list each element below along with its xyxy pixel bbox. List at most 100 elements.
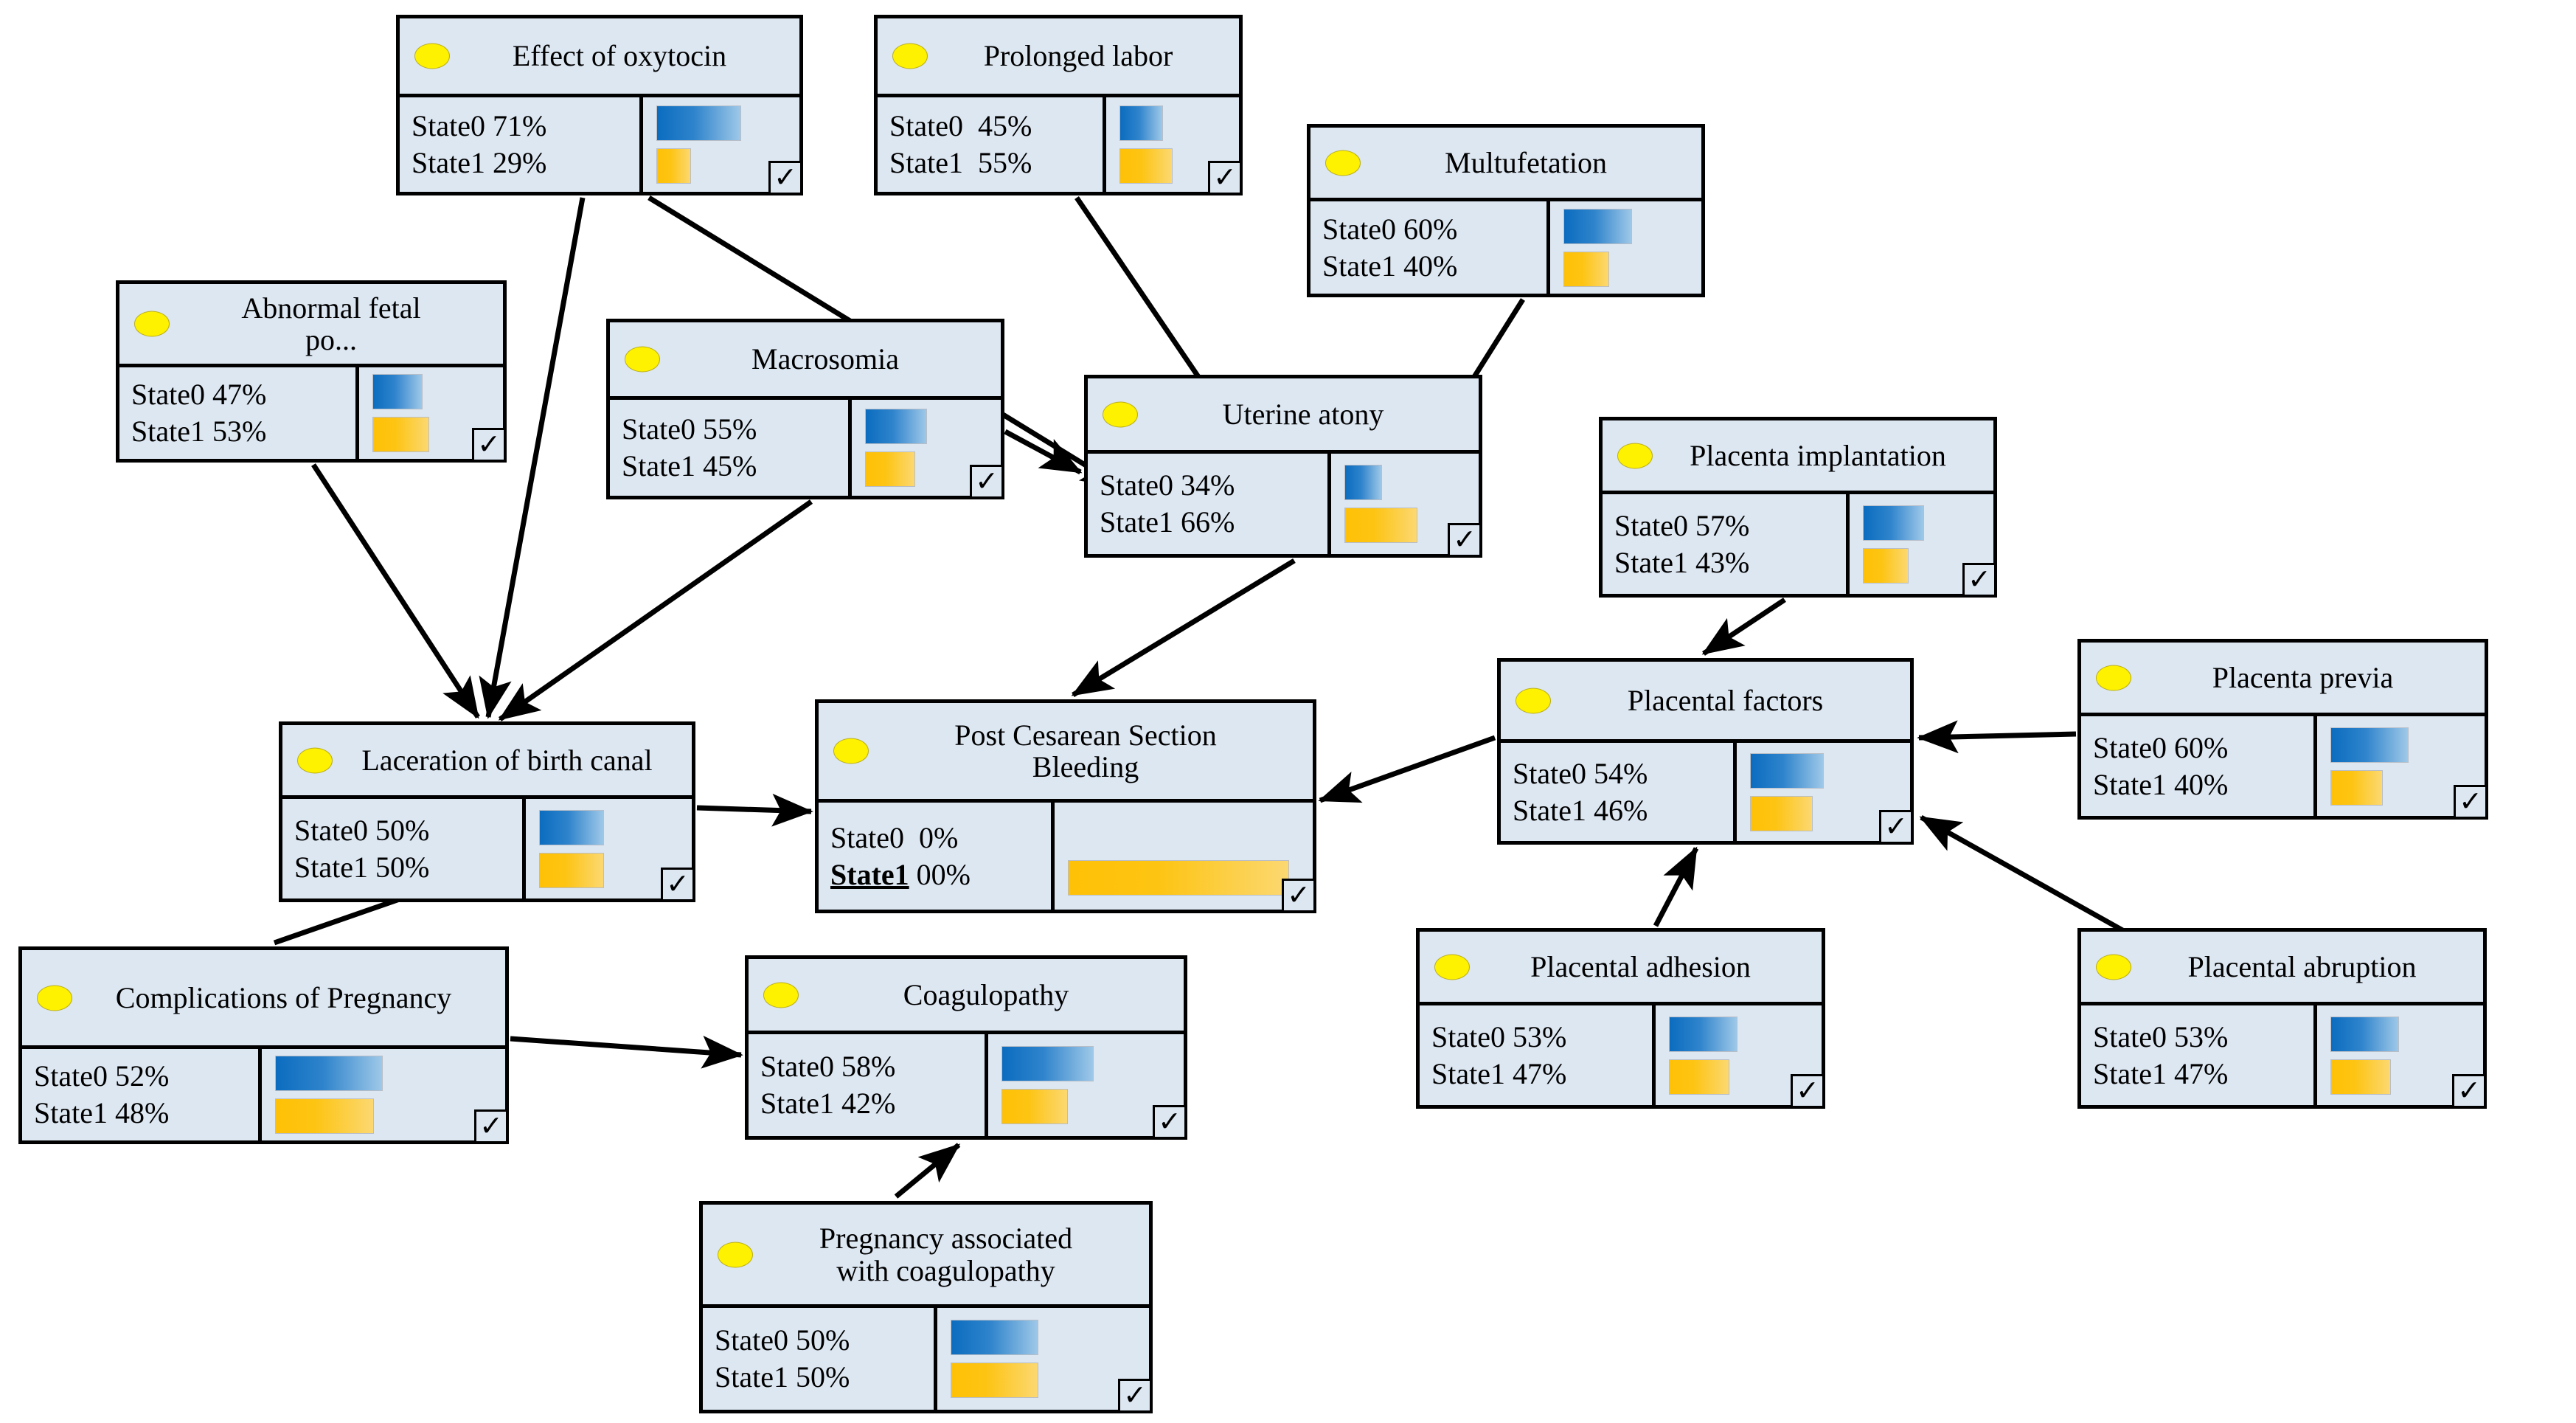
- state-row-pregnancy_associated_with_coagulopathy-1[interactable]: State1 50%: [715, 1360, 850, 1393]
- evidence-checkbox-coagulopathy[interactable]: ✓: [1153, 1105, 1187, 1139]
- node-title-macrosomia: Macrosomia: [751, 342, 899, 376]
- node-header-placental_factors: Placental factors: [1501, 662, 1910, 743]
- state-row-placenta_implantation-0[interactable]: State0 57%: [1614, 508, 1750, 542]
- node-header-placental_adhesion: Placental adhesion: [1420, 932, 1822, 1005]
- state-row-pregnancy_associated_with_coagulopathy-0[interactable]: State0 50%: [715, 1323, 850, 1357]
- evidence-checkbox-pregnancy_associated_with_coagulopathy[interactable]: ✓: [1118, 1379, 1152, 1413]
- state-label-selected: State1: [830, 857, 909, 891]
- state-row-placental_adhesion-0[interactable]: State0 53%: [1431, 1019, 1567, 1053]
- node-header-coagulopathy: Coagulopathy: [749, 959, 1184, 1034]
- state-row-placental_adhesion-1[interactable]: State1 47%: [1431, 1056, 1567, 1090]
- node-title-placental_factors: Placental factors: [1627, 683, 1824, 717]
- node-abnormal_fetal_position[interactable]: Abnormal fetal po...State0 47%State1 53%…: [116, 280, 507, 463]
- state-row-complications_of_pregnancy-0[interactable]: State0 52%: [34, 1059, 170, 1093]
- evidence-checkbox-placental_factors[interactable]: ✓: [1879, 810, 1913, 844]
- state-row-placental_abruption-1[interactable]: State1 47%: [2093, 1056, 2229, 1090]
- node-header-uterine_atony: Uterine atony: [1088, 378, 1479, 454]
- state-list-placenta_implantation: State0 57%State1 43%: [1603, 494, 1850, 594]
- bar-placental_adhesion-1: [1669, 1059, 1729, 1095]
- bar-chart-placental_factors: [1737, 743, 1910, 841]
- state-row-uterine_atony-1[interactable]: State1 66%: [1100, 505, 1235, 539]
- state-row-placental_factors-0[interactable]: State0 54%: [1513, 756, 1648, 790]
- edge-placental_abruption-to-placental_factors: [1919, 814, 2125, 934]
- state-row-effect_of_oxytocin-0[interactable]: State0 71%: [412, 109, 547, 142]
- yellow-dot-icon: [625, 346, 660, 373]
- edge-macrosomia-to-laceration_of_birth_canal: [498, 499, 813, 721]
- node-title-complications_of_pregnancy: Complications of Pregnancy: [115, 980, 452, 1014]
- state-row-placenta_previa-0[interactable]: State0 60%: [2093, 730, 2229, 764]
- state-row-post_cesarean_section_bleeding-0[interactable]: State0 0%: [830, 820, 959, 854]
- evidence-checkbox-effect_of_oxytocin[interactable]: ✓: [768, 161, 802, 195]
- state-row-macrosomia-1[interactable]: State1 45%: [622, 449, 757, 482]
- bar-chart-abnormal_fetal_position: [359, 367, 503, 459]
- state-row-coagulopathy-1[interactable]: State1 42%: [760, 1087, 896, 1120]
- node-header-laceration_of_birth_canal: Laceration of birth canal: [282, 725, 692, 799]
- node-title-coagulopathy: Coagulopathy: [903, 977, 1069, 1011]
- state-row-placental_factors-1[interactable]: State1 46%: [1513, 793, 1648, 827]
- evidence-checkbox-post_cesarean_section_bleeding[interactable]: ✓: [1282, 879, 1316, 913]
- node-title-multufetation: Multufetation: [1445, 145, 1607, 179]
- evidence-checkbox-abnormal_fetal_position[interactable]: ✓: [472, 428, 506, 462]
- evidence-checkbox-laceration_of_birth_canal[interactable]: ✓: [661, 868, 695, 901]
- yellow-dot-icon: [892, 43, 928, 69]
- state-row-prolonged_labor-0[interactable]: State0 45%: [889, 109, 1032, 142]
- state-row-placenta_implantation-1[interactable]: State1 43%: [1614, 545, 1750, 579]
- yellow-dot-icon: [2096, 954, 2131, 980]
- evidence-checkbox-placental_abruption[interactable]: ✓: [2452, 1074, 2486, 1108]
- yellow-dot-icon: [414, 43, 450, 69]
- state-row-multufetation-0[interactable]: State0 60%: [1322, 212, 1458, 246]
- edge-complications_of_pregnancy-to-coagulopathy: [510, 1035, 743, 1069]
- edge-pregnancy_associated_with_coagulopathy-to-coagulopathy: [894, 1143, 961, 1199]
- yellow-dot-icon: [1103, 401, 1138, 427]
- node-body-placental_factors: State0 54%State1 46% ✓: [1501, 743, 1913, 844]
- evidence-checkbox-macrosomia[interactable]: ✓: [970, 465, 1004, 499]
- state-row-post_cesarean_section_bleeding-1[interactable]: State1 00%: [830, 857, 971, 891]
- state-list-multufetation: State0 60%State1 40%: [1310, 201, 1550, 294]
- evidence-checkbox-prolonged_labor[interactable]: ✓: [1208, 161, 1242, 195]
- evidence-checkbox-placenta_previa[interactable]: ✓: [2454, 785, 2488, 819]
- state-row-prolonged_labor-1[interactable]: State1 55%: [889, 146, 1032, 179]
- state-row-abnormal_fetal_position-1[interactable]: State1 53%: [131, 415, 267, 448]
- edge-abnormal_fetal_position-to-laceration_of_birth_canal: [311, 463, 480, 719]
- state-row-abnormal_fetal_position-0[interactable]: State0 47%: [131, 378, 267, 411]
- yellow-dot-icon: [1516, 688, 1551, 713]
- node-title-placenta_previa: Placenta previa: [2212, 660, 2394, 694]
- state-row-macrosomia-0[interactable]: State0 55%: [622, 412, 757, 446]
- state-row-multufetation-1[interactable]: State1 40%: [1322, 249, 1458, 283]
- evidence-checkbox-placenta_implantation[interactable]: ✓: [1962, 563, 1996, 597]
- state-row-complications_of_pregnancy-1[interactable]: State1 48%: [34, 1096, 170, 1129]
- state-row-coagulopathy-0[interactable]: State0 58%: [760, 1050, 896, 1083]
- node-title-post_cesarean_section_bleeding: Post Cesarean Section Bleeding: [954, 718, 1217, 783]
- bar-prolonged_labor-0: [1119, 105, 1163, 141]
- state-row-laceration_of_birth_canal-1[interactable]: State1 50%: [294, 850, 430, 884]
- state-row-placenta_previa-1[interactable]: State1 40%: [2093, 767, 2229, 801]
- node-header-effect_of_oxytocin: Effect of oxytocin: [400, 18, 799, 97]
- evidence-checkbox-placental_adhesion[interactable]: ✓: [1791, 1074, 1825, 1108]
- bar-macrosomia-1: [865, 451, 915, 487]
- state-list-prolonged_labor: State0 45% State1 55%: [878, 97, 1106, 192]
- bar-placenta_implantation-0: [1863, 505, 1924, 541]
- state-row-effect_of_oxytocin-1[interactable]: State1 29%: [412, 146, 547, 179]
- state-list-coagulopathy: State0 58% State1 42%: [749, 1034, 988, 1136]
- state-row-uterine_atony-0[interactable]: State0 34%: [1100, 468, 1235, 502]
- state-row-laceration_of_birth_canal-0[interactable]: State0 50%: [294, 813, 430, 847]
- evidence-checkbox-complications_of_pregnancy[interactable]: ✓: [474, 1109, 508, 1143]
- state-row-placental_abruption-0[interactable]: State0 53%: [2093, 1019, 2229, 1053]
- evidence-checkbox-uterine_atony[interactable]: ✓: [1448, 523, 1482, 557]
- node-title-placental_adhesion: Placental adhesion: [1530, 949, 1751, 983]
